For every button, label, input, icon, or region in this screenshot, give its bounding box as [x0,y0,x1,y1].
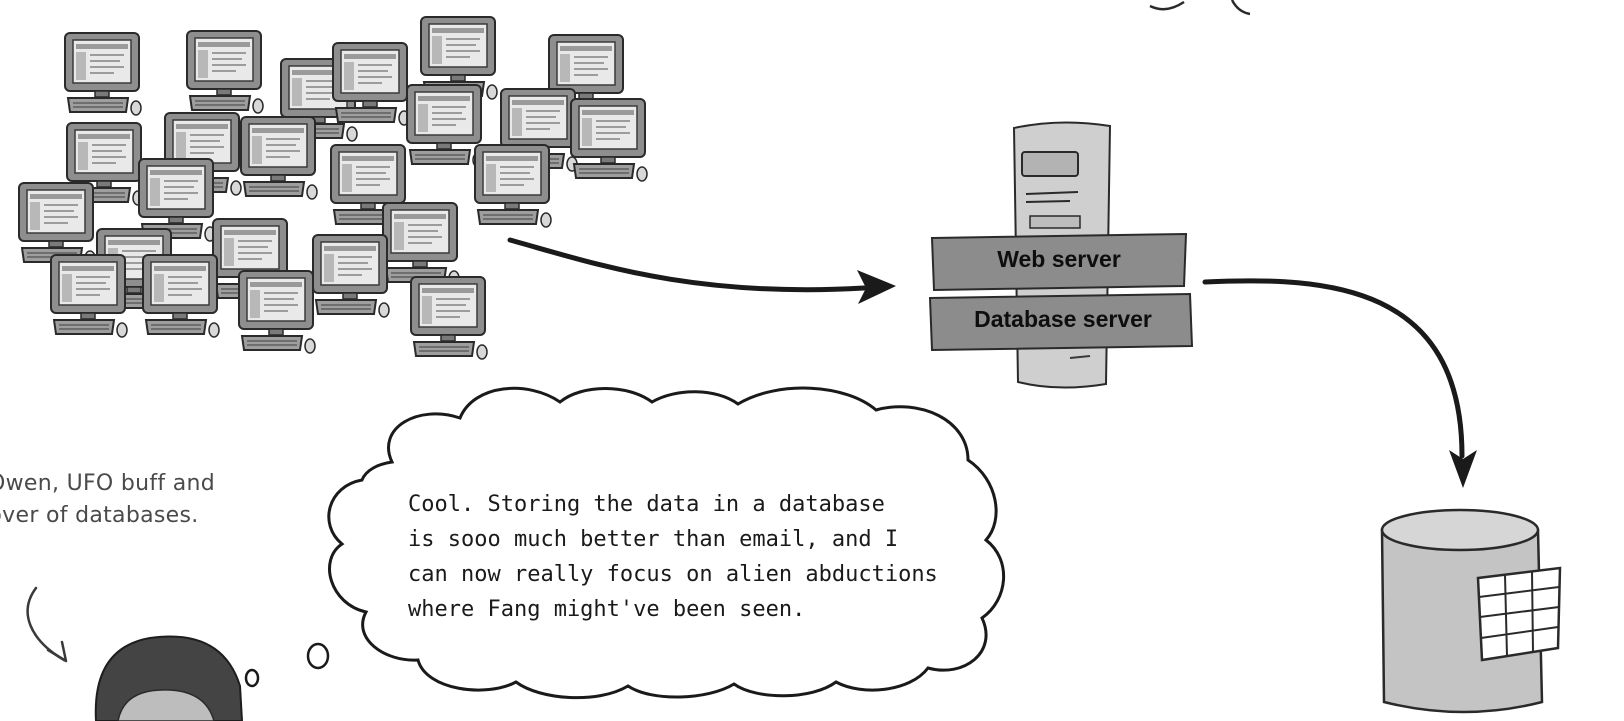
top-figure-fragment [1149,0,1251,16]
computer-monitor-icon [570,98,648,182]
computer-monitor-icon [142,254,220,338]
computer-monitor-icon [312,234,390,318]
person-head-icon [94,635,244,721]
database-server-label: Database server [974,306,1152,332]
label-pointer-arrow [26,586,68,663]
thought-line-3: can now really focus on alien abductions [408,562,938,587]
client-computers [18,16,648,360]
thought-bubble-text: Cool. Storing the data in a database is … [408,487,988,627]
owen-caption-line-2: lover of databases. [0,503,199,528]
thought-line-4: where Fang might've been seen. [408,597,806,622]
computer-monitor-icon [238,270,316,354]
thought-line-2: is sooo much better than email, and I [408,527,899,552]
computer-monitor-icon [406,84,484,168]
web-server-label: Web server [997,246,1121,272]
thought-line-1: Cool. Storing the data in a database [408,492,885,517]
computer-monitor-icon [474,144,552,228]
data-table-icon [1476,566,1562,662]
server-tower-icon [928,121,1194,389]
computer-monitor-icon [186,30,264,114]
computer-monitor-icon [382,202,460,286]
arrow-server-to-database [1202,278,1477,488]
computer-monitor-icon [332,42,410,126]
computer-monitor-icon [410,276,488,360]
thought-bubble [244,386,1006,700]
computer-monitor-icon [240,116,318,200]
computer-monitor-icon [18,182,96,266]
owen-caption-line-1: Owen, UFO buff and [0,471,216,496]
computer-monitor-icon [64,32,142,116]
owen-caption: Owen, UFO buff and lover of databases. [0,468,300,532]
arrow-clients-to-server [507,237,896,304]
computer-monitor-icon [50,254,128,338]
